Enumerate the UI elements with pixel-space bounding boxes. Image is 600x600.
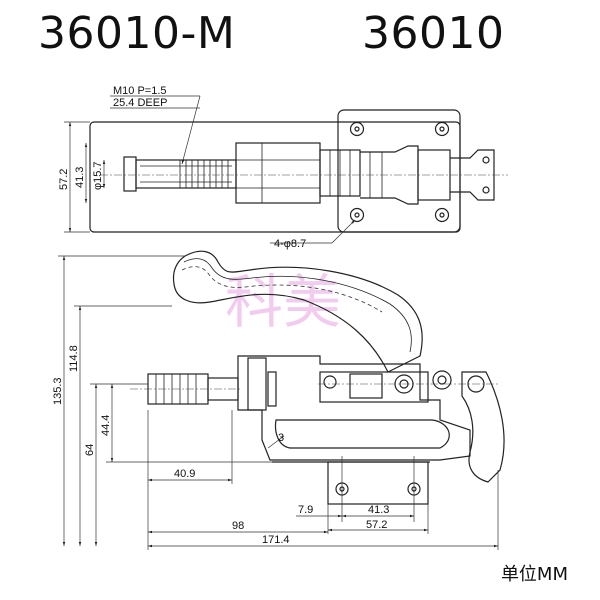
- dim-7-9: 7.9: [298, 504, 313, 516]
- base-plate: [337, 109, 461, 233]
- body-slot: [274, 419, 450, 449]
- dim-171-4: 171.4: [262, 534, 290, 546]
- dim-mount-holes: 4-φ8.7: [274, 238, 306, 250]
- dim-40-9: 40.9: [174, 468, 195, 480]
- clamp-body: [237, 355, 471, 461]
- top-view-frame: [89, 121, 461, 233]
- top-view: M10 P=1.5 25.4 DEEP 57.2 41.3 φ15.7 4-φ8…: [58, 85, 508, 250]
- dim-3: 3: [278, 432, 284, 444]
- plunger-tip: [123, 156, 137, 192]
- thread-section: [140, 160, 232, 188]
- thread-note-line1: M10 P=1.5: [113, 85, 167, 97]
- dim-41-3: 41.3: [368, 504, 389, 516]
- dim-handle-height: 114.8: [68, 345, 80, 372]
- dim-plunger-dia: φ15.7: [92, 161, 104, 190]
- model-number-standard: 36010: [362, 8, 505, 59]
- handle-grip: [172, 250, 423, 373]
- dim-57-2: 57.2: [366, 519, 387, 531]
- mount-hole-group: [349, 121, 450, 223]
- thread-note-line2: 25.4 DEEP: [113, 97, 167, 109]
- dim-64: 64: [84, 444, 96, 456]
- side-view: 135.3 114.8 64 44.4 3 40.9 7.9: [52, 250, 505, 550]
- dim-98: 98: [232, 520, 244, 532]
- dim-total-height: 135.3: [52, 377, 64, 405]
- dim-hole-spacing: 41.3: [74, 167, 86, 188]
- dim-44-4: 44.4: [100, 415, 112, 436]
- model-number-threaded: 36010-M: [38, 8, 236, 59]
- dim-overall-height: 57.2: [58, 169, 70, 190]
- hook-arm: [461, 371, 505, 483]
- watermark-text: 科美: [225, 268, 341, 336]
- guide-body: [235, 142, 321, 204]
- unit-label: 单位MM: [500, 564, 568, 585]
- pivot-pin-b: [432, 370, 452, 390]
